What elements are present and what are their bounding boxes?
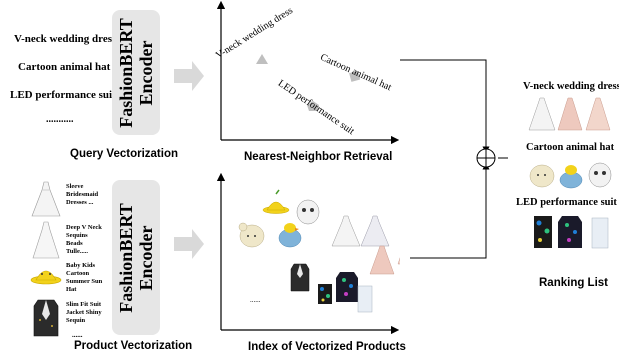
ranking-label: LED performance suit xyxy=(516,197,617,208)
ranking-row xyxy=(534,216,609,249)
duck-hat-icon xyxy=(559,165,583,189)
product-caption: Product Vectorization xyxy=(74,340,193,352)
wedding-gown-icon xyxy=(31,181,61,217)
pink-dress-icon xyxy=(557,97,583,131)
led-suit-icon xyxy=(318,284,332,304)
index-caption: Index of Vectorized Products xyxy=(248,341,406,353)
product-text: Deep V Neck Sequins Beads Tulle..... xyxy=(66,224,102,255)
index-ellipsis: ...... xyxy=(250,296,261,304)
query-item: Cartoon animal hat xyxy=(18,61,111,73)
wedding-gown-icon xyxy=(32,221,60,259)
product-ellipsis: ...... xyxy=(72,331,83,339)
product-text: Slim Fit Suit Jacket Shiny Sequin xyxy=(66,301,102,324)
encoder-label: FashionBERT Encoder xyxy=(116,202,156,313)
query-marker-square xyxy=(349,70,361,82)
pink-dress-icon xyxy=(397,257,400,265)
ranking-row xyxy=(528,97,611,131)
led-suit-icon xyxy=(357,285,373,313)
product-thumbnails xyxy=(30,181,62,337)
query-marker-triangle xyxy=(256,54,268,64)
led-suit-icon xyxy=(558,216,582,248)
combiner xyxy=(400,59,508,259)
product-encoder: FashionBERT Encoder xyxy=(112,180,160,335)
index-connector xyxy=(410,162,490,259)
plush-bear-hat-icon xyxy=(296,199,320,225)
wedding-gown-icon xyxy=(360,215,390,247)
led-suit-icon xyxy=(336,272,358,302)
query-ellipsis: ........... xyxy=(46,114,74,125)
sequin-suit-icon xyxy=(33,299,59,337)
sequin-suit-icon xyxy=(290,263,310,292)
sun-hat-icon xyxy=(262,189,290,214)
query-marker-pentagon xyxy=(307,101,319,111)
ranking-label: Cartoon animal hat xyxy=(526,142,615,153)
retrieval-plot xyxy=(216,0,400,145)
sun-hat-icon xyxy=(30,270,62,285)
led-suit-icon xyxy=(591,217,609,249)
ranking-row xyxy=(529,162,612,189)
product-flow-arrow xyxy=(174,229,204,259)
wedding-gown-icon xyxy=(331,215,361,247)
query-flow-arrow xyxy=(174,61,204,91)
pink-dress-icon xyxy=(369,245,395,275)
plush-bear-hat-icon xyxy=(238,222,265,248)
query-encoder: FashionBERT Encoder xyxy=(112,10,160,135)
query-caption: Query Vectorization xyxy=(70,148,179,160)
encoder-label: FashionBERT Encoder xyxy=(116,17,156,128)
index-plot xyxy=(216,172,400,335)
duck-hat-icon xyxy=(278,223,302,248)
wedding-gown-icon xyxy=(528,97,556,131)
query-item: V-neck wedding dress xyxy=(14,33,117,45)
led-suit-icon xyxy=(534,216,552,248)
direct-sum-icon xyxy=(476,148,496,168)
pink-dress-icon xyxy=(585,97,611,131)
plush-bear-hat-icon xyxy=(588,162,612,188)
retrieval-caption: Nearest-Neighbor Retrieval xyxy=(244,151,393,163)
ranking-caption: Ranking List xyxy=(539,277,609,289)
plush-bear-hat-icon xyxy=(529,164,555,188)
query-connector xyxy=(400,59,490,154)
product-text: Baby Kids Cartoon Summer Sun Hat xyxy=(66,262,103,293)
ranking-label: V-neck wedding dress xyxy=(523,81,619,92)
product-text: Sleeve Bridesmaid Dresses ... xyxy=(66,183,99,206)
query-item: LED performance suit xyxy=(10,89,116,101)
